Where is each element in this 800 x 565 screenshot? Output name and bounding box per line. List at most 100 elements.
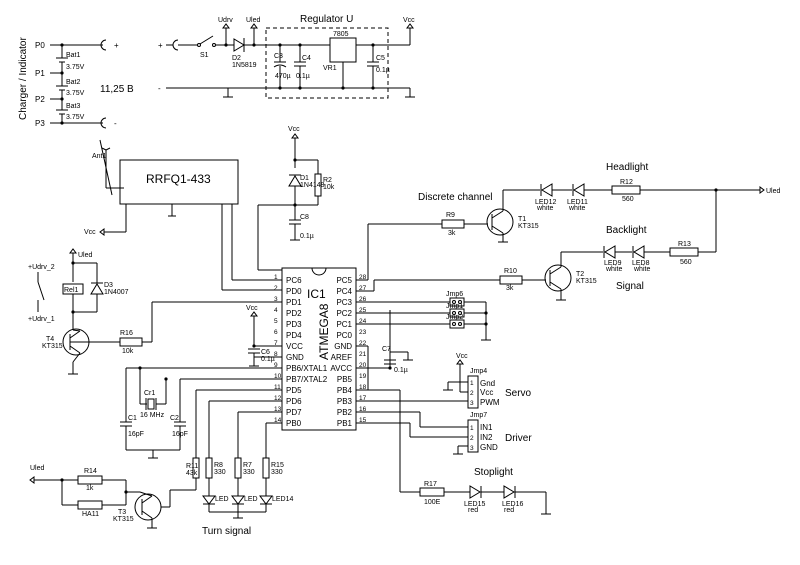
mcu-left-networks: Vcc C6 0.1µ Cr1 16 MHz C1 16pF <box>120 305 282 459</box>
c4-name: C4 <box>302 55 311 62</box>
uled-label-right: Uled <box>766 188 781 195</box>
led8-name: LED8 <box>632 260 650 267</box>
reset-network: Vcc R2 10k D1 1N4148 C8 0.1µ <box>257 126 335 271</box>
stoplight-title: Stoplight <box>474 467 513 478</box>
servo-pin-gnd: Gnd <box>480 379 495 388</box>
mcu-pin-pb5: PB5 <box>337 375 353 384</box>
servo-pin-vcc: Vcc <box>480 388 493 397</box>
led8-value: white <box>633 266 650 273</box>
led14-label: LED14 <box>272 496 294 503</box>
mcu-pin-pb7-xtal2: PB7/XTAL2 <box>286 375 328 384</box>
mcu-pin-num: 21 <box>359 351 367 358</box>
mcu-pin-num: 6 <box>274 329 278 336</box>
vcc-label-d1: Vcc <box>288 126 300 133</box>
d1-value: 1N4148 <box>300 182 325 189</box>
mcu-pin-pc3: PC3 <box>336 298 352 307</box>
battery-plus: + <box>114 41 119 50</box>
r13-value: 560 <box>680 259 692 266</box>
r17-value: 100E <box>424 499 441 506</box>
mcu-pin-num: 14 <box>274 417 282 424</box>
uled-label-ha: Uled <box>30 465 45 472</box>
d1-name: D1 <box>300 175 309 182</box>
mcu-pin-num: 22 <box>359 340 367 347</box>
t3-name: T3 <box>118 509 126 516</box>
r9-value: 3k <box>448 230 456 237</box>
servo-connector: Vcc Jmp4 123 Gnd Vcc PWM Servo <box>356 353 532 409</box>
r12-name: R12 <box>620 179 633 186</box>
mcu-pin-num: 11 <box>274 384 281 391</box>
bat3-value: 3.75V <box>66 114 85 121</box>
bat1-name: Bat1 <box>66 52 81 59</box>
t2-value: KT315 <box>576 278 597 285</box>
svg-text:2: 2 <box>470 390 474 397</box>
t4-value: KT315 <box>42 343 63 350</box>
t3-value: KT315 <box>113 516 134 523</box>
mcu-pin-num: 1 <box>274 274 278 281</box>
mcu-pin-pc6: PC6 <box>286 276 302 285</box>
port-p3: P3 <box>35 119 45 128</box>
headlight-title: Headlight <box>606 162 648 173</box>
r8-value: 330 <box>214 469 226 476</box>
mcu-part: ATMEGA8 <box>317 303 331 360</box>
driver-title: Driver <box>505 433 532 444</box>
c8-name: C8 <box>300 214 309 221</box>
mcu-pin-pd6: PD6 <box>286 397 302 406</box>
jmp4-label: Jmp4 <box>470 368 487 375</box>
c5-value: 0.1µ <box>376 67 390 74</box>
jmp7-label: Jmp7 <box>470 412 487 419</box>
s1-label: S1 <box>200 52 209 59</box>
udrv1-label: +Udrv_1 <box>28 316 55 323</box>
led11-value: white <box>568 205 585 212</box>
r11-value: 43k <box>186 470 198 477</box>
c7-value: 0.1µ <box>394 367 408 374</box>
mcu-pin-num: 13 <box>274 406 282 413</box>
r12-value: 560 <box>622 196 634 203</box>
vcc-label-top: Vcc <box>403 17 415 24</box>
driver-pin-in1: IN1 <box>480 423 493 432</box>
led-turn-2: LED <box>244 496 258 503</box>
svg-text:1: 1 <box>470 380 474 387</box>
mcu-pin-pd1: PD1 <box>286 298 302 307</box>
r14-value: 1k <box>86 485 94 492</box>
ant1-label: Ant1 <box>92 153 107 160</box>
rf-module-name: RRFQ1-433 <box>146 172 211 186</box>
ha11-label: HA11 <box>82 511 99 518</box>
t2-name: T2 <box>576 271 584 278</box>
mcu-pin-num: 12 <box>274 395 282 402</box>
mcu-pin-num: 19 <box>359 373 367 380</box>
mcu-pin-num: 28 <box>359 274 367 281</box>
mcu-pin-pb4: PB4 <box>337 386 353 395</box>
udrv-label: Udrv <box>218 17 233 24</box>
driver-connector: Jmp7 123 IN1 IN2 GND Driver <box>356 411 532 455</box>
mcu-pin-num: 2 <box>274 285 278 292</box>
bat3-name: Bat3 <box>66 103 81 110</box>
bat2-value: 3.75V <box>66 90 85 97</box>
input-plus: + <box>158 41 163 50</box>
jmp1-label: Jmp1 <box>446 303 463 310</box>
rf-module: Ant1 RRFQ1-433 Vcc <box>84 139 282 291</box>
vr-ref: VR1 <box>323 65 337 72</box>
mcu-pin-pd2: PD2 <box>286 309 302 318</box>
input-minus: - <box>158 84 161 93</box>
r10-value: 3k <box>506 285 514 292</box>
c4-value: 0.1µ <box>296 73 310 80</box>
r16-name: R16 <box>120 330 133 337</box>
c3-value: 470µ <box>275 73 291 80</box>
r13-name: R13 <box>678 241 691 248</box>
mcu-pin-avcc: AVCC <box>330 364 352 373</box>
led9-name: LED9 <box>604 260 622 267</box>
jmp6-label: Jmp6 <box>446 291 463 298</box>
led16-value: red <box>504 507 514 514</box>
stoplight-section: R17 100E LED15 red LED16 red Stoplight <box>356 389 551 515</box>
r15-name: R15 <box>271 462 284 469</box>
c7-name: C7 <box>382 346 391 353</box>
mcu-ic1: IC1 ATMEGA8 PC61PD02PD13PD24PD35PD46VCC7… <box>274 267 367 431</box>
cr1-value: 16 MHz <box>140 412 165 419</box>
vcc-label-servo: Vcc <box>456 353 468 360</box>
c6-value: 0.1µ <box>261 356 275 363</box>
led15-value: red <box>468 507 478 514</box>
led11-name: LED11 <box>567 199 588 206</box>
c8-value: 0.1µ <box>300 233 314 240</box>
vcc-label-rf: Vcc <box>84 229 96 236</box>
